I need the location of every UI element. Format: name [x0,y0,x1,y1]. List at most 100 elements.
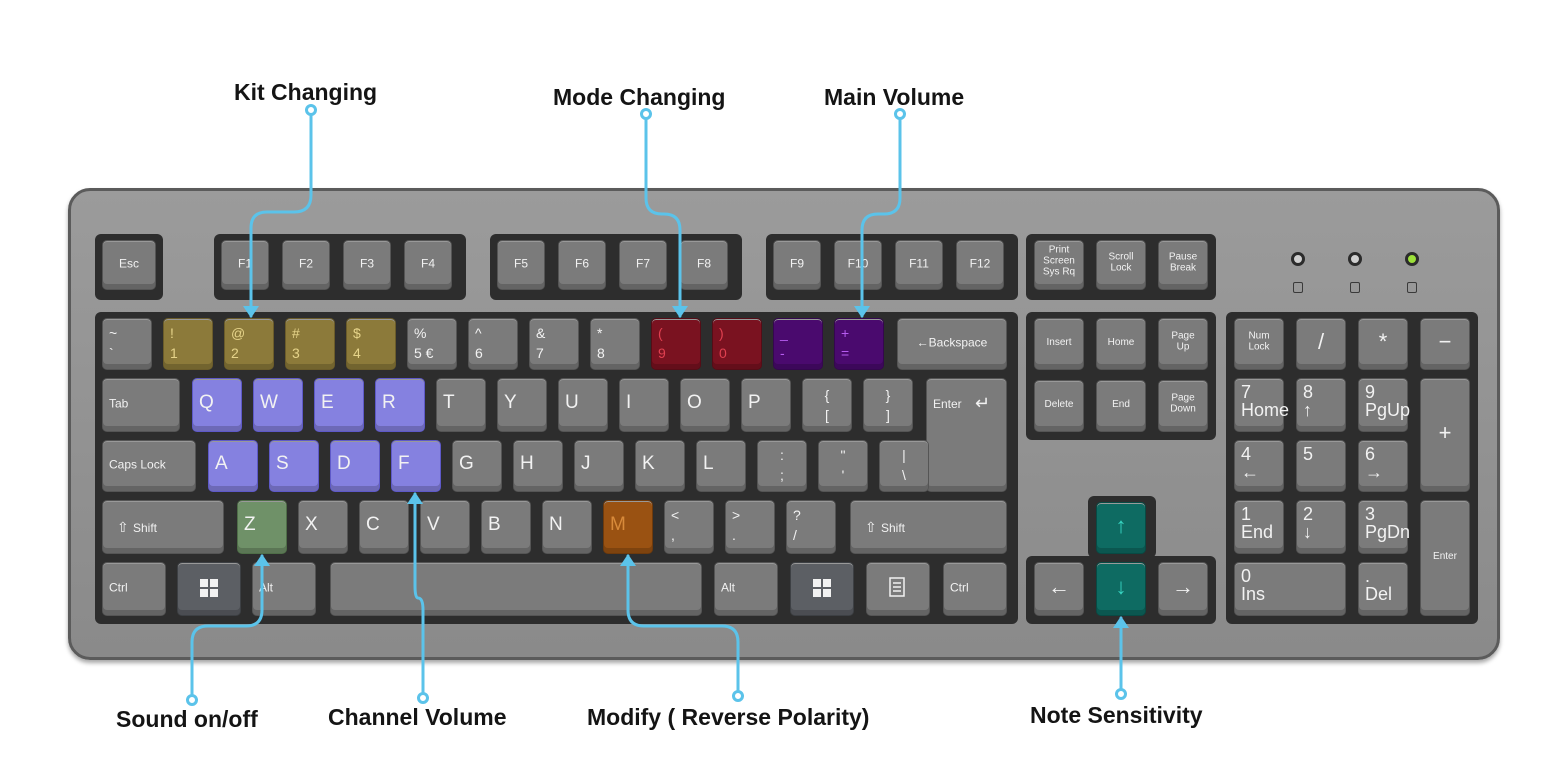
key-num-5[interactable]: 5 [1296,440,1346,492]
key-space[interactable] [330,562,702,616]
key-right-ctrl[interactable]: Ctrl [943,562,1007,616]
key-f6[interactable]: F6 [558,240,606,290]
key-scroll-lock[interactable]: Scroll Lock [1096,240,1146,290]
key-num-enter[interactable]: Enter [1420,500,1470,616]
key-f7[interactable]: F7 [619,240,667,290]
key-f1[interactable]: F1 [221,240,269,290]
key-6[interactable]: ^ 6 [468,318,518,370]
key-arrow-up[interactable]: ↑ [1096,502,1146,554]
key-2[interactable]: @ 2 [224,318,274,370]
key-q[interactable]: Q [192,378,242,432]
key-num-plus[interactable]: + [1420,378,1470,492]
key-x[interactable]: X [298,500,348,554]
key-num-1[interactable]: 1 End [1234,500,1284,554]
key-s[interactable]: S [269,440,319,492]
key-p[interactable]: P [741,378,791,432]
key-f11[interactable]: F11 [895,240,943,290]
key-r[interactable]: R [375,378,425,432]
key-f[interactable]: F [391,440,441,492]
key-f2[interactable]: F2 [282,240,330,290]
key-y[interactable]: Y [497,378,547,432]
key-enter[interactable]: Enter↵ [926,378,1007,492]
key-num-0[interactable]: 0 Ins [1234,562,1346,616]
key-l[interactable]: L [696,440,746,492]
key-9[interactable]: ( 9 [651,318,701,370]
key-o[interactable]: O [680,378,730,432]
key-num-3[interactable]: 3 PgDn [1358,500,1410,554]
key-num-dot[interactable]: . Del [1358,562,1408,616]
key-num-9[interactable]: 9 PgUp [1358,378,1410,432]
key-num-minus[interactable]: − [1420,318,1470,370]
key-t[interactable]: T [436,378,486,432]
key-comma[interactable]: < , [664,500,714,554]
key-f4[interactable]: F4 [404,240,452,290]
key-num-lock[interactable]: Num Lock [1234,318,1284,370]
key-left-shift[interactable]: ⇧Shift [102,500,224,554]
key-7[interactable]: & 7 [529,318,579,370]
key-1[interactable]: ! 1 [163,318,213,370]
key-num-2[interactable]: 2 ↓ [1296,500,1346,554]
key-f5[interactable]: F5 [497,240,545,290]
key-0[interactable]: ) 0 [712,318,762,370]
key-right-brace[interactable]: } ] [863,378,913,432]
key-num-8[interactable]: 8 ↑ [1296,378,1346,432]
key-home[interactable]: Home [1096,318,1146,370]
key-num-6[interactable]: 6 → [1358,440,1408,492]
key-num-divide[interactable]: / [1296,318,1346,370]
key-insert[interactable]: Insert [1034,318,1084,370]
key-period[interactable]: > . [725,500,775,554]
key-i[interactable]: I [619,378,669,432]
key-g[interactable]: G [452,440,502,492]
key-left-alt[interactable]: Alt [252,562,316,616]
key-3[interactable]: # 3 [285,318,335,370]
key-m[interactable]: M [603,500,653,554]
key-equal[interactable]: + = [834,318,884,370]
key-j[interactable]: J [574,440,624,492]
key-4[interactable]: $ 4 [346,318,396,370]
key-f10[interactable]: F10 [834,240,882,290]
key-quote[interactable]: " ' [818,440,868,492]
key-arrow-left[interactable]: ← [1034,562,1084,616]
key-backspace[interactable]: ←Backspace [897,318,1007,370]
key-minus[interactable]: _ - [773,318,823,370]
key-num-4[interactable]: 4 ← [1234,440,1284,492]
key-h[interactable]: H [513,440,563,492]
key-right-shift[interactable]: ⇧Shift [850,500,1007,554]
key-menu[interactable] [866,562,930,616]
key-n[interactable]: N [542,500,592,554]
key-num-7[interactable]: 7 Home [1234,378,1289,432]
key-a[interactable]: A [208,440,258,492]
key-f12[interactable]: F12 [956,240,1004,290]
key-print-screen[interactable]: Print Screen Sys Rq [1034,240,1084,290]
key-5[interactable]: % 5 € [407,318,457,370]
key-right-windows[interactable] [790,562,854,616]
key-8[interactable]: * 8 [590,318,640,370]
key-f8[interactable]: F8 [680,240,728,290]
key-f9[interactable]: F9 [773,240,821,290]
key-arrow-down[interactable]: ↓ [1096,562,1146,616]
key-c[interactable]: C [359,500,409,554]
key-num-multiply[interactable]: * [1358,318,1408,370]
key-tab[interactable]: Tab [102,378,180,432]
key-f3[interactable]: F3 [343,240,391,290]
key-esc[interactable]: Esc [102,240,156,290]
key-arrow-right[interactable]: → [1158,562,1208,616]
key-left-brace[interactable]: { [ [802,378,852,432]
key-slash[interactable]: ? / [786,500,836,554]
key-d[interactable]: D [330,440,380,492]
key-u[interactable]: U [558,378,608,432]
key-end[interactable]: End [1096,380,1146,432]
key-e[interactable]: E [314,378,364,432]
key-k[interactable]: K [635,440,685,492]
key-page-up[interactable]: Page Up [1158,318,1208,370]
key-page-down[interactable]: Page Down [1158,380,1208,432]
key-pause-break[interactable]: Pause Break [1158,240,1208,290]
key-backslash[interactable]: | \ [879,440,929,492]
key-left-windows[interactable] [177,562,241,616]
key-delete[interactable]: Delete [1034,380,1084,432]
key-right-alt[interactable]: Alt [714,562,778,616]
key-caps-lock[interactable]: Caps Lock [102,440,196,492]
key-w[interactable]: W [253,378,303,432]
key-semicolon[interactable]: : ; [757,440,807,492]
key-b[interactable]: B [481,500,531,554]
